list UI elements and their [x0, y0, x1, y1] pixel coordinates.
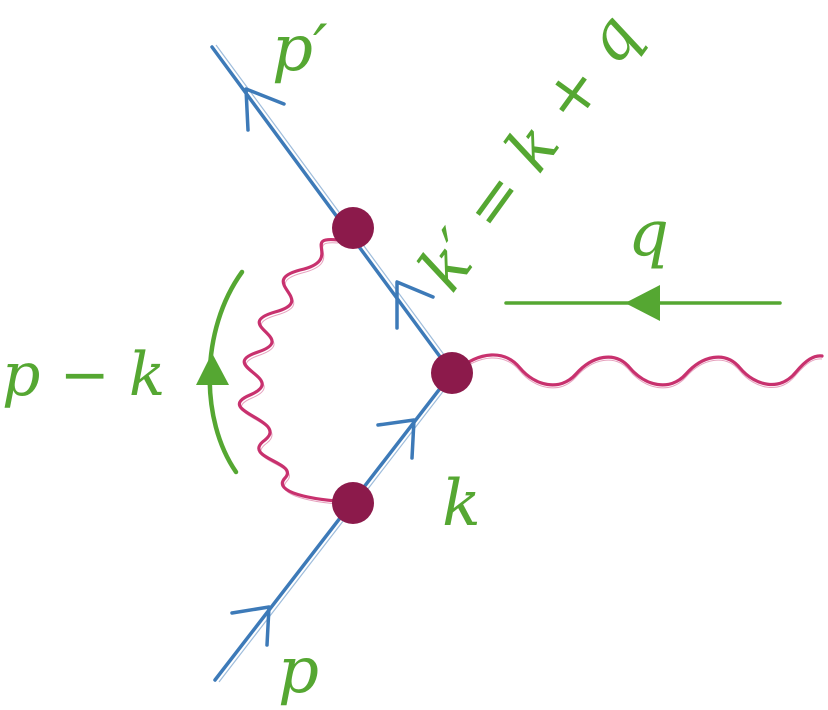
- fermion-line-p: [213, 371, 454, 682]
- label-p-minus-k: p − k: [2, 340, 165, 410]
- external-photon-line-shadow: [454, 357, 823, 389]
- fermion-arrow-k-prime: [395, 280, 435, 330]
- fermion-line-p-prime: [210, 45, 454, 375]
- fermion-arrow-k: [376, 418, 416, 460]
- fermion-arrow-p: [230, 605, 271, 647]
- label-q: q: [628, 197, 669, 271]
- vertex-main: [431, 352, 473, 394]
- label-k-prime-eq: k′ = k + q: [405, 1, 654, 305]
- internal-photon-line-shadow: [241, 242, 353, 506]
- vertex-top: [332, 207, 374, 249]
- fermion-line-p-prime-shadow: [215, 44, 457, 372]
- label-p-prime: p′: [272, 12, 328, 86]
- vertex-bottom: [332, 482, 374, 524]
- label-k: k: [442, 467, 481, 541]
- q-momentum-arrowhead: [625, 285, 660, 321]
- external-photon-line: [453, 353, 824, 387]
- fermion-arrow-p-prime: [244, 87, 286, 132]
- internal-photon-line: [237, 237, 354, 504]
- p-minus-k-arrowhead: [196, 353, 229, 385]
- fermion-line-p-shadow: [218, 375, 456, 683]
- label-p: p: [278, 634, 319, 708]
